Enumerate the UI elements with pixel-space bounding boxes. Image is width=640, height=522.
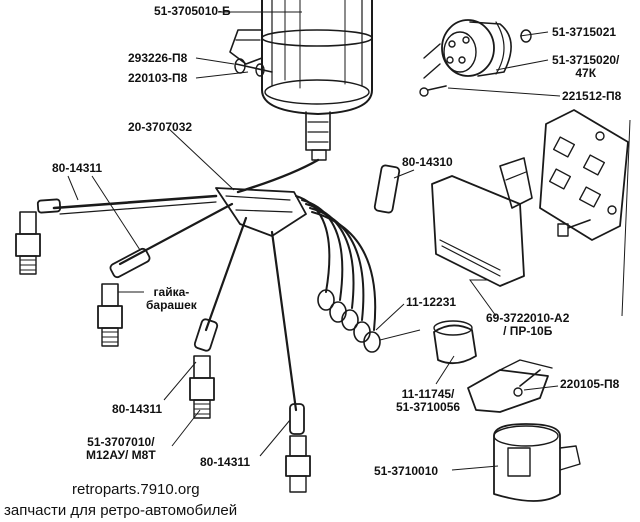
label-bracket-line2: / ПР-10Б: [503, 324, 553, 338]
contact-plate-drawing: [539, 109, 629, 241]
label-distributor-cap: 51-3715020/ 47К: [552, 54, 619, 80]
label-distributor-cap-line2: 47К: [575, 66, 597, 80]
label-washer: 220103-П8: [128, 71, 188, 85]
rotor-drawing: [467, 359, 581, 502]
bracket-shield-drawing: [431, 157, 533, 287]
watermark-caption: запчасти для ретро-автомобилей: [4, 502, 238, 519]
label-rotor-screw: 220105-П8: [560, 377, 620, 391]
label-ignition-coil: 51-3705010-Б: [154, 4, 231, 18]
spark-plug-wires-drawing: [52, 158, 381, 412]
label-wing-nut-line2: барашек: [146, 298, 197, 312]
label-wing-nut-line1: гайка-: [153, 285, 190, 299]
label-spark-plug: 51-3707010/ М12АУ/ М8Т: [86, 436, 156, 462]
label-bolt: 293226-П8: [128, 51, 188, 65]
spark-plugs-drawing: [15, 211, 311, 493]
label-distributor-cap-line1: 51-3715020/: [552, 53, 620, 67]
label-bracket-line1: 69-3722010-А2: [486, 311, 570, 325]
label-boot-line2: 51-3710056: [396, 400, 461, 414]
label-cap-part: 51-3715021: [552, 25, 617, 39]
label-cap-screw: 221512-П8: [562, 89, 622, 103]
label-lead-left: 80-14311: [52, 161, 103, 175]
label-rotor: 51-3710010: [374, 464, 439, 478]
label-coil-wire: 20-3707032: [128, 120, 193, 134]
watermark-url: retroparts.7910.org: [72, 481, 200, 498]
label-boot: 11-11745/ 51-3710056: [396, 388, 460, 414]
label-wing-nut: гайка- барашек: [146, 286, 197, 312]
label-bracket: 69-3722010-А2 / ПР-10Б: [486, 312, 569, 338]
lead-boots-drawing: [36, 164, 401, 435]
label-rubber-cap: 11-12231: [406, 295, 457, 309]
ignition-coil-drawing: [229, 0, 373, 161]
rubber-boot-drawing: [433, 320, 477, 365]
label-lead-bottom: 80-14311: [200, 455, 251, 469]
label-boot-line1: 11-11745/: [401, 387, 455, 401]
label-lead-mid: 80-14311: [112, 402, 163, 416]
label-spark-plug-line1: 51-3707010/: [87, 435, 155, 449]
distributor-cap-drawing: [419, 19, 532, 97]
leader-lines: [67, 11, 631, 471]
label-lead-right: 80-14310: [402, 155, 453, 169]
label-spark-plug-line2: М12АУ/ М8Т: [86, 448, 156, 462]
